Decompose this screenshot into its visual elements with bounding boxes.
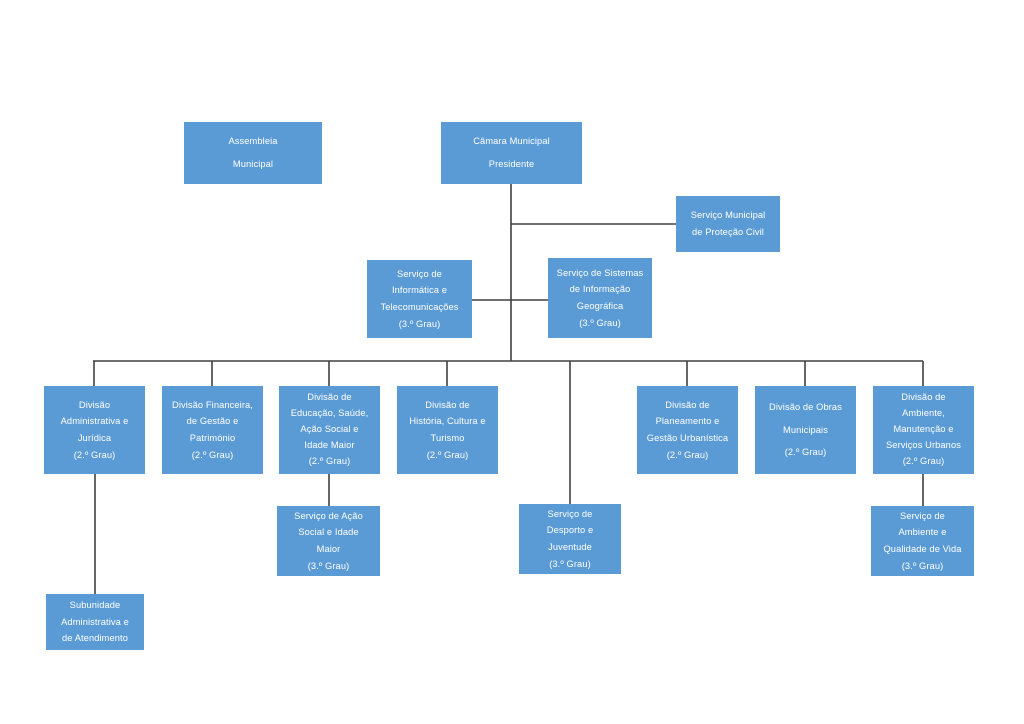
servico-ambiente-qualidade-vida-line: Qualidade de Vida (883, 544, 962, 554)
divisao-educacao-saude-acao-social-idade-maior-line: Educação, Saúde, (290, 408, 369, 419)
camara-municipal-presidente-line: Presidente (488, 159, 535, 169)
divisao-financeira-gestao-patrimonio-line: de Gestão e (186, 416, 239, 427)
servico-municipal-protecao-civil-line: de Proteção Civil (692, 227, 764, 237)
servico-ambiente-qualidade-vida-line: Serviço de (900, 510, 945, 521)
divisao-administrativa-juridica-line: (2.º Grau) (73, 449, 116, 460)
servico-ambiente-qualidade-vida-line: Ambiente e (898, 527, 947, 538)
servico-informatica-telecomunicacoes-line: Telecomunicações (380, 302, 459, 312)
divisao-administrativa-juridica-line: Divisão (78, 399, 111, 410)
servico-acao-social-idade-maior-line: Social e Idade (298, 527, 359, 538)
assembleia-municipal-line: Assembleia (228, 136, 278, 147)
divisao-ambiente-manutencao-servicos-urbanos[interactable]: Divisão de Ambiente, Manutenção e Serviços … (873, 386, 974, 474)
divisao-ambiente-manutencao-servicos-urbanos-line: (2.º Grau) (902, 455, 945, 466)
subunidade-administrativa-atendimento-line: Subunidade (69, 600, 121, 611)
servico-sistemas-informacao-geografica-line: Serviço de Sistemas (556, 267, 644, 278)
camara-municipal-presidente-line: Câmara Municipal (473, 136, 550, 147)
divisao-ambiente-manutencao-servicos-urbanos-line: Ambiente, (902, 408, 945, 419)
servico-informatica-telecomunicacoes-line: (3.º Grau) (398, 318, 441, 329)
subunidade-administrativa-atendimento-line: Administrativa e (61, 616, 129, 627)
servico-sistemas-informacao-geografica-line: de Informação (569, 284, 631, 295)
subunidade-administrativa-atendimento-line: de Atendimento (61, 633, 128, 644)
servico-sistemas-informacao-geografica-line: Geográfica (576, 301, 624, 311)
divisao-financeira-gestao-patrimonio[interactable]: Divisão Financeira, de Gestão e Património… (162, 386, 263, 474)
divisao-planeamento-gestao-urbanistica-line: Gestão Urbanística (646, 433, 729, 443)
divisao-historia-cultura-turismo-line: Turismo (430, 433, 465, 443)
divisao-ambiente-manutencao-servicos-urbanos-line: Manutenção e (893, 424, 954, 434)
divisao-educacao-saude-acao-social-idade-maior-line: Idade Maior (304, 439, 355, 450)
servico-desporto-juventude-line: (3.º Grau) (549, 558, 591, 569)
servico-desporto-juventude-line: Juventude (548, 542, 592, 552)
divisao-historia-cultura-turismo-line: (2.º Grau) (426, 449, 469, 460)
servico-ambiente-qualidade-vida-line: (3.º Grau) (901, 560, 944, 571)
servico-desporto-juventude[interactable]: Serviço de Desporto e Juventude (3.º Grau) (519, 504, 621, 574)
divisao-planeamento-gestao-urbanistica-line: Divisão de (665, 399, 710, 410)
servico-acao-social-idade-maior-line: Maior (316, 544, 341, 554)
servico-acao-social-idade-maior-line: Serviço de Ação (294, 510, 363, 521)
servico-desporto-juventude-line: Serviço de (547, 508, 593, 519)
divisao-educacao-saude-acao-social-idade-maior-line: Divisão de (307, 392, 352, 403)
servico-desporto-juventude-line: Desporto e (546, 525, 594, 536)
divisao-ambiente-manutencao-servicos-urbanos-line: Divisão de (901, 392, 946, 403)
divisao-educacao-saude-acao-social-idade-maior-line: Ação Social e (300, 424, 359, 434)
divisao-historia-cultura-turismo[interactable]: Divisão de História, Cultura e Turismo (2.º… (397, 386, 498, 474)
divisao-financeira-gestao-patrimonio-line: (2.º Grau) (191, 449, 234, 460)
divisao-financeira-gestao-patrimonio-line: Divisão Financeira, (172, 399, 253, 410)
divisao-obras-municipais-line: Divisão de Obras (769, 401, 842, 412)
divisao-obras-municipais-line: Municipais (783, 424, 828, 435)
servico-informatica-telecomunicacoes-line: Serviço de (397, 268, 442, 279)
divisao-educacao-saude-acao-social-idade-maior-line: (2.º Grau) (308, 455, 351, 466)
servico-municipal-protecao-civil-line: Serviço Municipal (690, 210, 766, 221)
servico-acao-social-idade-maior-line: (3.º Grau) (307, 560, 350, 571)
divisao-obras-municipais-line: (2.º Grau) (784, 447, 827, 458)
divisao-administrativa-juridica-line: Jurídica (77, 433, 112, 443)
divisao-planeamento-gestao-urbanistica-line: Planeamento e (655, 416, 720, 427)
divisao-administrativa-juridica-line: Administrativa e (60, 416, 129, 427)
assembleia-municipal-line: Municipal (232, 159, 274, 169)
divisao-ambiente-manutencao-servicos-urbanos-line: Serviços Urbanos (886, 439, 961, 450)
divisao-financeira-gestao-patrimonio-line: Património (189, 433, 236, 443)
servico-informatica-telecomunicacoes[interactable]: Serviço de Informática e Telecomunicações (… (367, 260, 472, 338)
servico-ambiente-qualidade-vida[interactable]: Serviço de Ambiente e Qualidade de Vida (3.… (871, 506, 974, 576)
servico-informatica-telecomunicacoes-line: Informática e (391, 285, 448, 296)
servico-sistemas-informacao-geografica-line: (3.º Grau) (579, 317, 621, 328)
divisao-historia-cultura-turismo-line: Divisão de (425, 399, 470, 410)
divisao-planeamento-gestao-urbanistica[interactable]: Divisão de Planeamento e Gestão Urbanístic… (637, 386, 738, 474)
divisao-educacao-saude-acao-social-idade-maior[interactable]: Divisão de Educação, Saúde, Ação Social e I… (279, 386, 380, 474)
servico-municipal-protecao-civil[interactable]: Serviço Municipal de Proteção Civil (676, 196, 780, 252)
divisao-planeamento-gestao-urbanistica-line: (2.º Grau) (666, 449, 709, 460)
divisao-historia-cultura-turismo-line: História, Cultura e (409, 416, 486, 427)
